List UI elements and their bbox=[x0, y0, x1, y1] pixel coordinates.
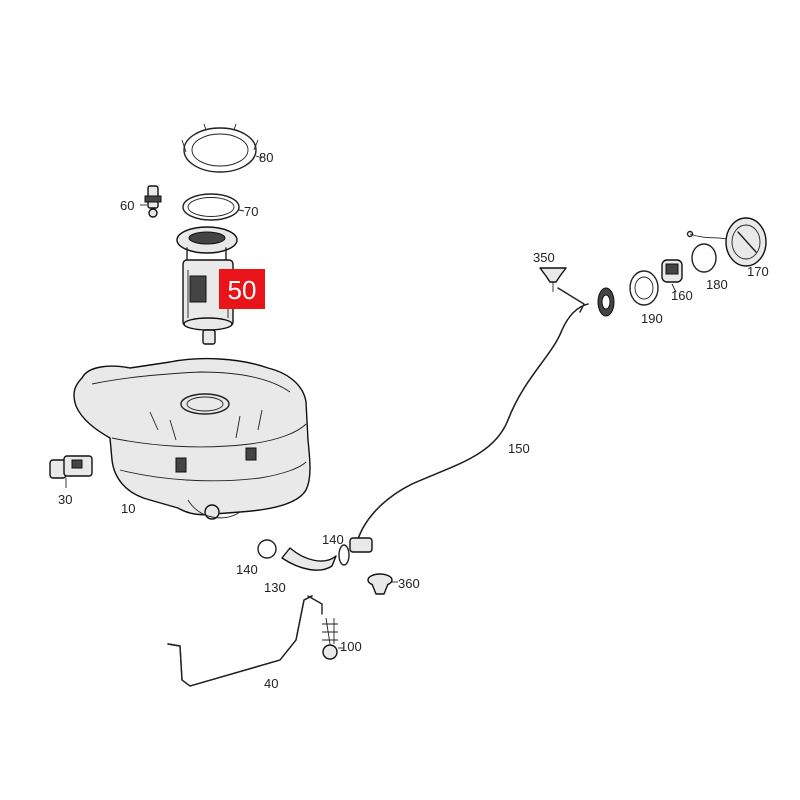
part-160 bbox=[661, 259, 683, 293]
highlight-label-50[interactable]: 50 bbox=[219, 269, 265, 309]
callout-70: 70 bbox=[244, 204, 258, 219]
callout-170: 170 bbox=[747, 264, 769, 279]
callout-140-right: 140 bbox=[322, 532, 344, 547]
callout-180: 180 bbox=[706, 277, 728, 292]
strap-40 bbox=[167, 595, 323, 687]
callout-130: 130 bbox=[264, 580, 286, 595]
callout-80: 80 bbox=[259, 150, 273, 165]
gasket-80 bbox=[181, 123, 263, 173]
callout-150: 150 bbox=[508, 441, 530, 456]
screw-100 bbox=[322, 617, 344, 660]
connector-30 bbox=[49, 455, 93, 488]
callout-350: 350 bbox=[533, 250, 555, 265]
filler-pipe-150 bbox=[349, 287, 615, 553]
sensor-60 bbox=[140, 185, 162, 218]
callout-30: 30 bbox=[58, 492, 72, 507]
grommet-360 bbox=[367, 573, 398, 595]
callout-360: 360 bbox=[398, 576, 420, 591]
callout-190: 190 bbox=[641, 311, 663, 326]
filler-cap-170 bbox=[686, 217, 767, 267]
hose-130 bbox=[281, 547, 337, 571]
highlight-box bbox=[219, 269, 265, 309]
seal-ring-70 bbox=[182, 193, 245, 221]
ring-180 bbox=[691, 243, 717, 273]
callout-100: 100 bbox=[340, 639, 362, 654]
callout-10: 10 bbox=[121, 501, 135, 516]
fuel-tank-10 bbox=[73, 357, 311, 520]
callout-160: 160 bbox=[671, 288, 693, 303]
callout-60: 60 bbox=[120, 198, 134, 213]
callout-140-left: 140 bbox=[236, 562, 258, 577]
part-350 bbox=[539, 267, 567, 292]
callout-labels: 80 70 60 30 10 140 130 140 360 100 40 15… bbox=[58, 150, 769, 691]
clamp-140-left bbox=[257, 539, 277, 559]
clamp-140-right bbox=[338, 544, 350, 566]
fuel-pump-callout: 50 bbox=[228, 275, 257, 305]
callout-40: 40 bbox=[264, 676, 278, 691]
part-190 bbox=[629, 270, 659, 306]
